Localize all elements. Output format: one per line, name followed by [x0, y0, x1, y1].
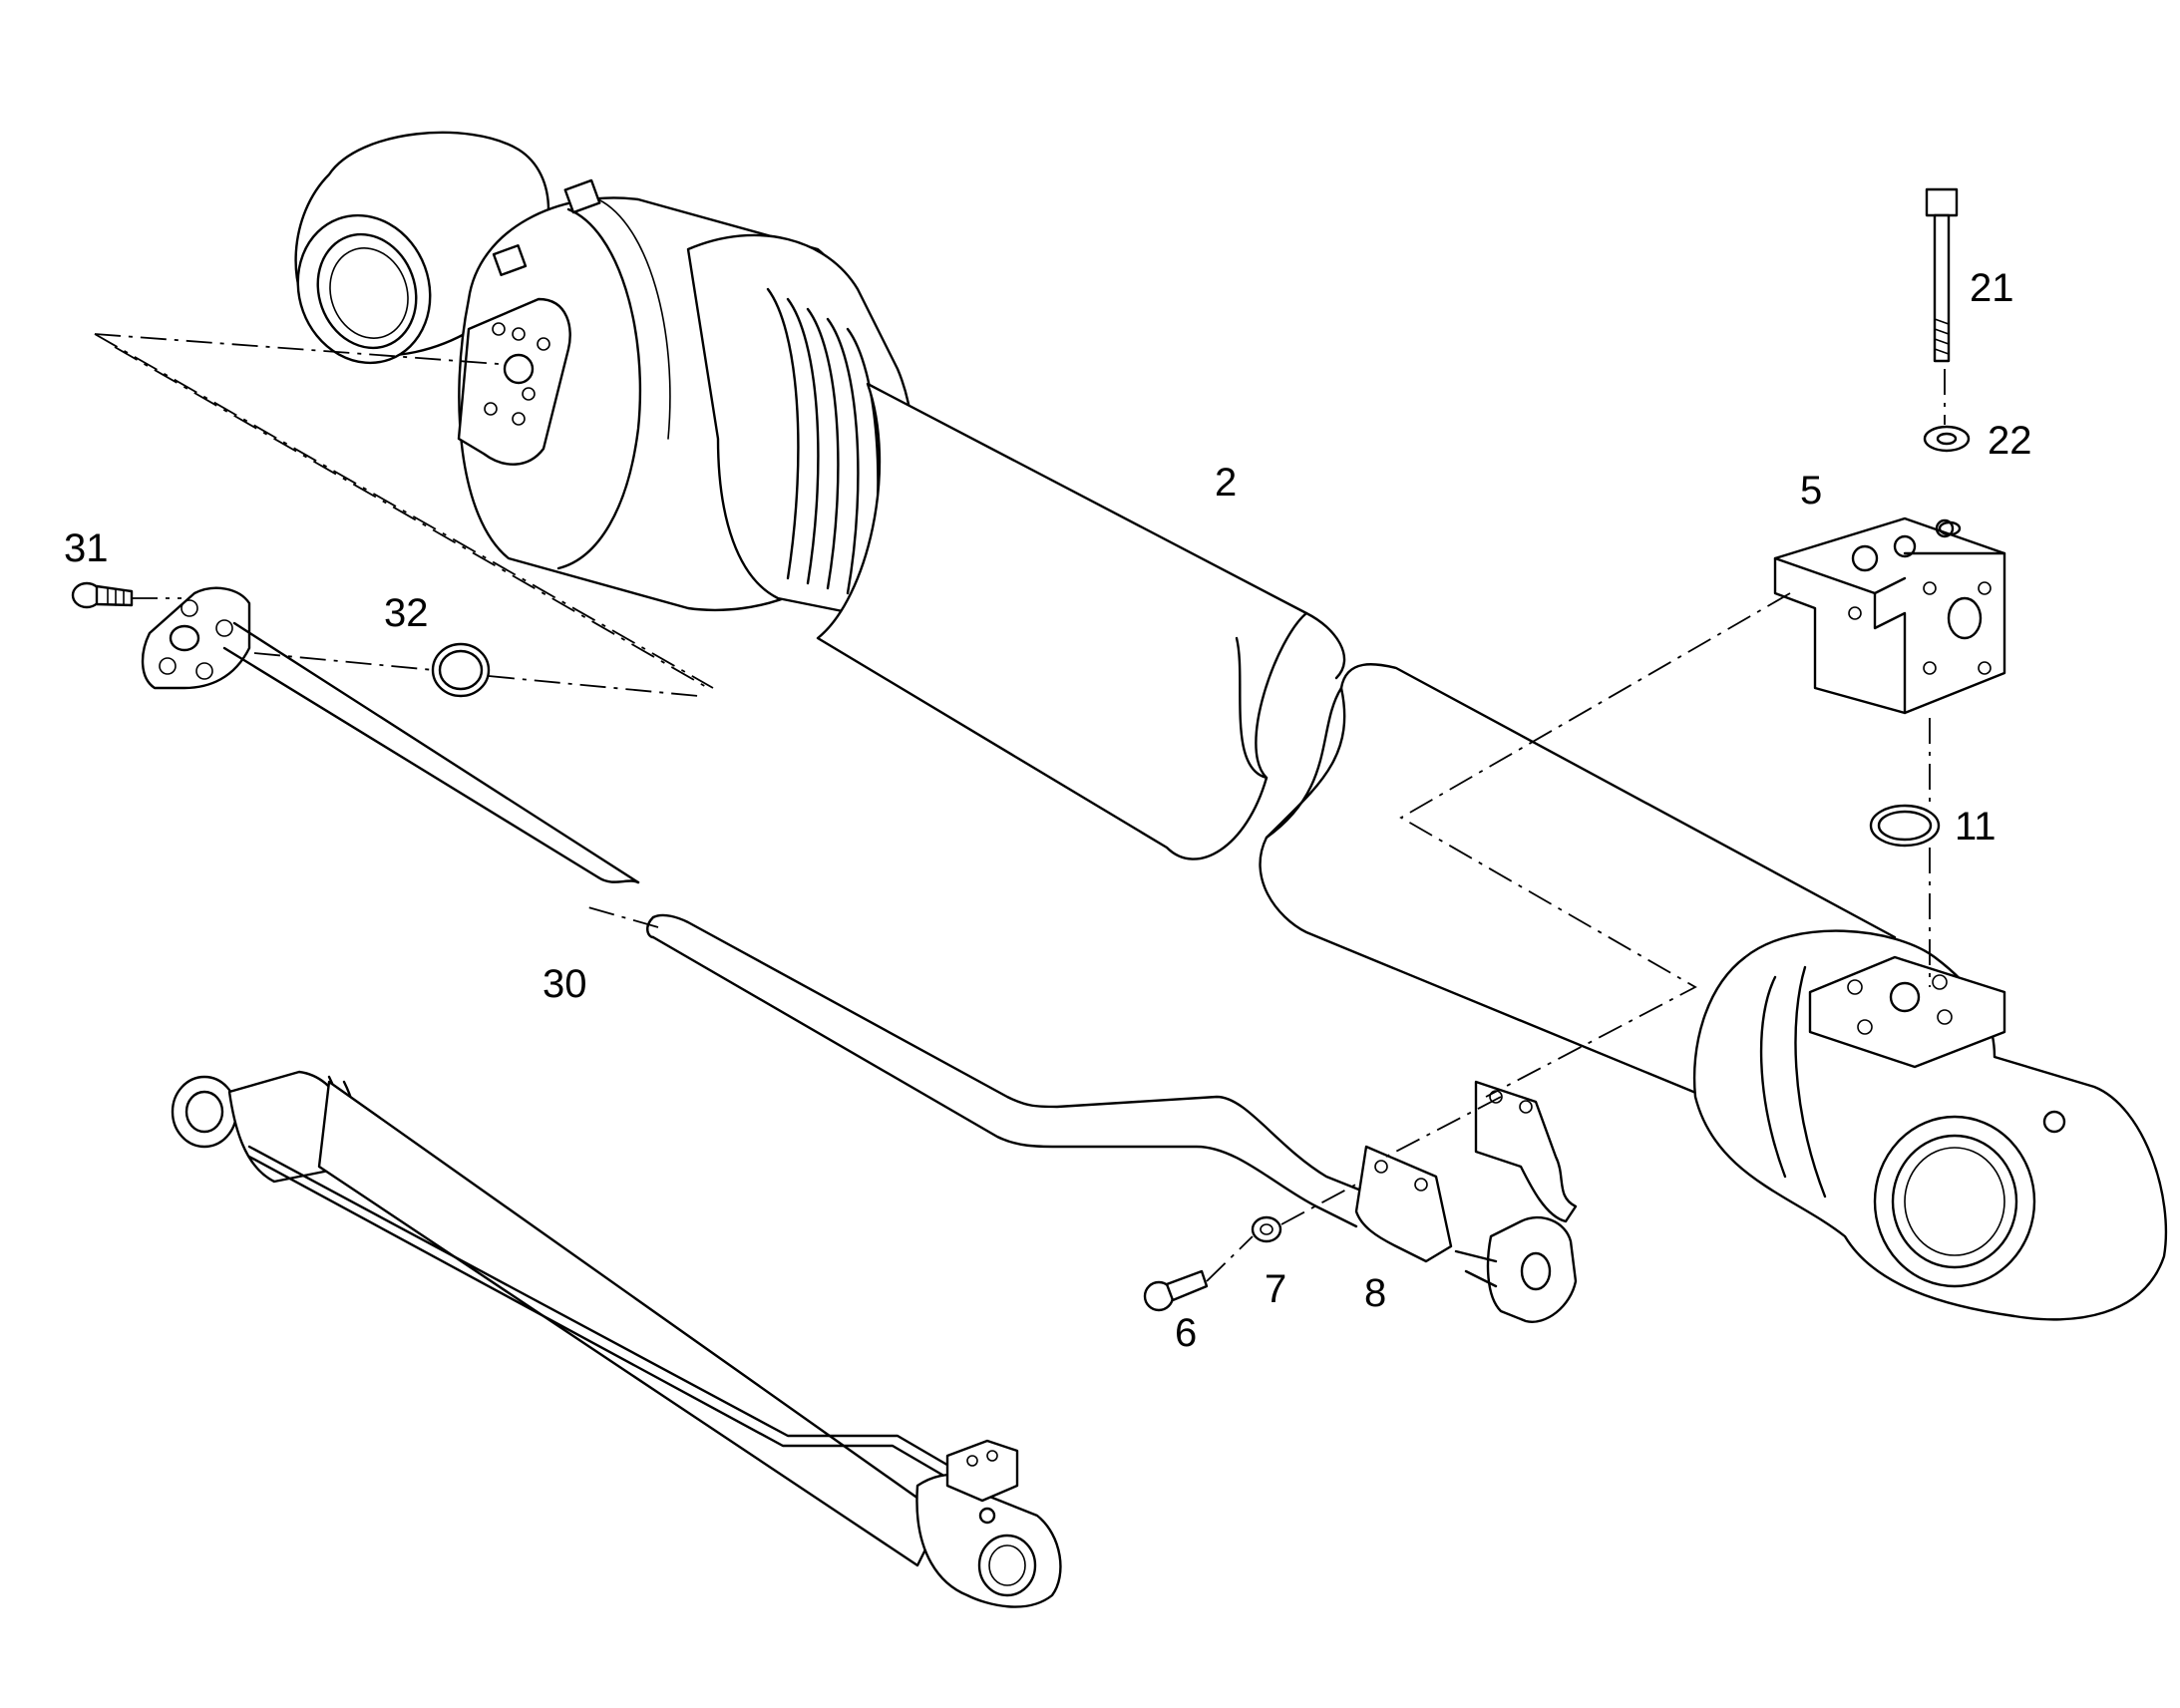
callout-8: 8 [1364, 1271, 1386, 1315]
cylinder-barrel-front [816, 382, 1346, 860]
valve-block-part-5 [1773, 516, 2006, 715]
callout-21: 21 [1970, 266, 2014, 310]
callout-2: 2 [1215, 461, 1237, 505]
assembly-center-lines [94, 333, 1946, 1282]
callout-6: 6 [1175, 1311, 1197, 1355]
cylinder-rod-end [1692, 929, 2168, 1321]
oring-part-11 [1869, 804, 1941, 848]
callout-30: 30 [543, 962, 587, 1006]
callout-31: 31 [64, 526, 109, 570]
callout-11: 11 [1955, 805, 1997, 849]
callout-labels: 2 5 6 7 8 11 21 22 30 31 32 [64, 266, 2032, 1355]
callout-22: 22 [1988, 419, 2032, 463]
cylinder-part-2 [294, 131, 2168, 1321]
oring-part-32 [431, 642, 491, 698]
screw-part-31 [71, 581, 134, 609]
hose-part-30 [141, 586, 1378, 1228]
washer-part-7 [1251, 1215, 1282, 1243]
bolt-part-6 [1143, 1269, 1209, 1312]
washer-part-22 [1923, 425, 1971, 453]
callout-5: 5 [1800, 469, 1822, 512]
bolt-part-21 [1925, 187, 1959, 363]
callout-7: 7 [1265, 1267, 1286, 1311]
assembly-overview [171, 1070, 1062, 1608]
clamp-part-8 [1354, 1080, 1578, 1323]
callout-32: 32 [384, 591, 429, 635]
